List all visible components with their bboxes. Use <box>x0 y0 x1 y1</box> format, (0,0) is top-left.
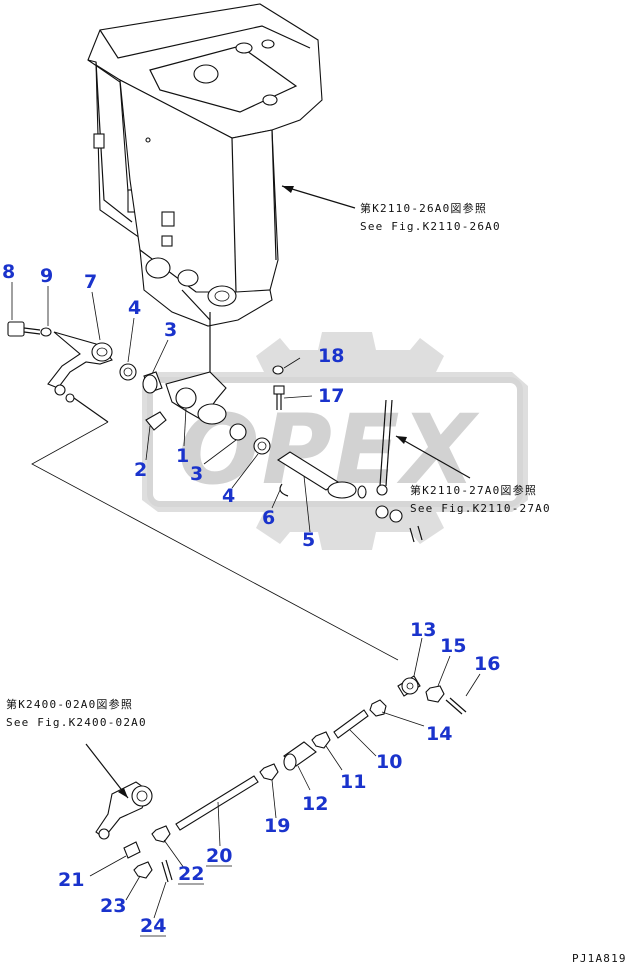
callout-6: 6 <box>262 507 275 529</box>
nut-14 <box>369 699 387 717</box>
washer-18 <box>272 365 284 375</box>
callout-1: 1 <box>176 445 189 467</box>
nut-15 <box>425 685 445 703</box>
rod-20 <box>175 775 259 831</box>
grease-fitting-2 <box>145 411 167 431</box>
callout-7: 7 <box>84 271 97 293</box>
callout-9: 9 <box>40 265 53 287</box>
watermark: OPEX <box>142 332 528 550</box>
control-box-housing <box>87 3 356 327</box>
reference-note-k2400-02a0: 第K2400-02A0図参照 See Fig.K2400-02A0 <box>6 697 147 729</box>
callout-4b: 4 <box>222 485 235 507</box>
bolt-17 <box>273 385 285 395</box>
pin-24 <box>161 859 173 883</box>
callout-17: 17 <box>318 385 344 407</box>
callout-19: 19 <box>264 815 290 837</box>
callout-21: 21 <box>58 869 84 891</box>
callout-4a: 4 <box>128 297 141 319</box>
ref-en-k2110-27a0: See Fig.K2110-27A0 <box>410 502 551 515</box>
nut-19 <box>259 763 279 781</box>
reference-note-k2110-27a0: 第K2110-27A0図参照 See Fig.K2110-27A0 <box>410 483 551 515</box>
leader-lines <box>11 282 481 919</box>
callout-11: 11 <box>340 771 366 793</box>
callout-13: 13 <box>410 619 436 641</box>
bushing-4a <box>119 363 137 381</box>
callout-14: 14 <box>426 723 452 745</box>
pin-6 <box>279 483 289 497</box>
callout-16: 16 <box>474 653 500 675</box>
ref-en-k2400-02a0: See Fig.K2400-02A0 <box>6 716 147 729</box>
callout-10: 10 <box>376 751 402 773</box>
callout-23: 23 <box>100 895 126 917</box>
callouts: 8 9 7 4 3 18 17 2 1 3 4 6 5 13 15 16 14 … <box>2 261 500 937</box>
rod-10 <box>333 709 369 739</box>
bushing-4b <box>253 437 271 455</box>
cotter-16 <box>445 697 467 715</box>
callout-5: 5 <box>302 529 315 551</box>
callout-2: 2 <box>134 459 147 481</box>
callout-3a: 3 <box>164 319 177 341</box>
reference-note-k2110-26a0: 第K2110-26A0図参照 See Fig.K2110-26A0 <box>360 201 501 233</box>
callout-3b: 3 <box>190 463 203 485</box>
drawing-code: PJ1A819 <box>572 952 627 965</box>
ref-jp-k2110-26a0: 第K2110-26A0図参照 <box>360 201 487 215</box>
callout-22: 22 <box>178 863 204 885</box>
callout-24: 24 <box>140 915 166 937</box>
ref-jp-k2400-02a0: 第K2400-02A0図参照 <box>6 697 133 711</box>
bolt-8 <box>7 321 25 337</box>
callout-18: 18 <box>318 345 344 367</box>
nut-23 <box>133 861 153 879</box>
callout-8: 8 <box>2 261 15 283</box>
ref-en-k2110-26a0: See Fig.K2110-26A0 <box>360 220 501 233</box>
nut-11 <box>311 731 331 749</box>
callout-20: 20 <box>206 845 232 867</box>
callout-15: 15 <box>440 635 466 657</box>
washer-9 <box>40 327 52 337</box>
upper-linkage <box>7 321 471 661</box>
ref-jp-k2110-27a0: 第K2110-27A0図参照 <box>410 483 537 497</box>
nut-22 <box>151 825 171 843</box>
watermark-gear <box>142 332 528 550</box>
lower-linkage <box>85 675 467 883</box>
collar-3b <box>229 423 247 441</box>
callout-12: 12 <box>302 793 328 815</box>
